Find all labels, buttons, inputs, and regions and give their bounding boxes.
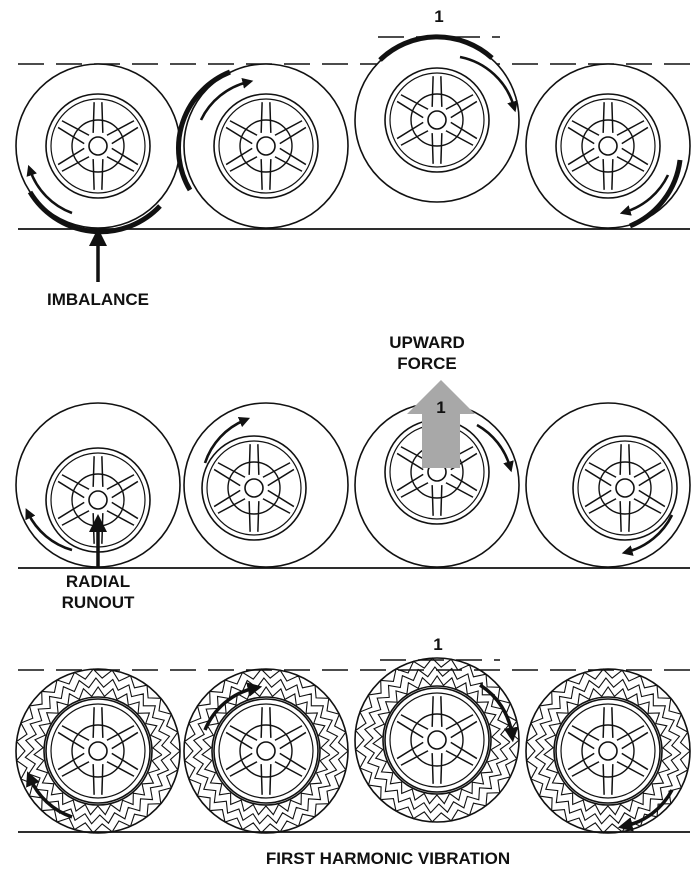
- wheel-icon: [183, 402, 349, 568]
- rotation-arrow-icon: [25, 508, 73, 552]
- heavy-spot-arc: [176, 69, 231, 192]
- wheel-icon: [525, 668, 691, 834]
- rotation-arrow-icon: [203, 417, 251, 464]
- rotation-arrow-icon: [479, 683, 519, 743]
- wheel-icon: [525, 63, 691, 229]
- marker-label: 1: [436, 398, 445, 417]
- force-arrow-icon: [407, 380, 475, 468]
- wheel-icon: [183, 63, 349, 229]
- rotation-arrow-icon: [476, 423, 514, 473]
- wheel-icon: [15, 402, 181, 568]
- wheel-icon: [183, 668, 349, 834]
- wheel-icon: [354, 657, 520, 823]
- radial-runout-panel: UPWARD FORCE 1 RADIAL RUNOUT: [15, 333, 691, 612]
- heavy-spot-arc: [629, 159, 683, 229]
- rotation-arrow-icon: [619, 174, 670, 216]
- heavy-spot-arc: [378, 34, 494, 62]
- rotation-arrow-icon: [199, 77, 254, 121]
- rotation-arrow-icon: [26, 164, 73, 215]
- imbalance-label: IMBALANCE: [47, 290, 149, 309]
- wheel-icon: [354, 402, 520, 568]
- radial-label-line2: RUNOUT: [62, 593, 135, 612]
- rotation-arrow-icon: [459, 55, 518, 113]
- upward-force-label-line2: FORCE: [397, 354, 457, 373]
- rotation-arrow-icon: [621, 514, 674, 556]
- diagram-title: FIRST HARMONIC VIBRATION: [266, 849, 510, 868]
- wheel-icon: [15, 668, 181, 834]
- rotation-arrow-icon: [26, 771, 73, 819]
- marker-label: 1: [434, 7, 443, 26]
- rotation-arrow-icon: [617, 789, 674, 832]
- heavy-spot-arc: [27, 190, 162, 235]
- radial-label-line1: RADIAL: [66, 572, 130, 591]
- wheel-icon: [15, 63, 181, 229]
- imbalance-panel: 1 IMBALANCE: [15, 7, 691, 309]
- upward-force-label-line1: UPWARD: [389, 333, 465, 352]
- wheel-icon: [354, 37, 520, 203]
- marker-label: 1: [433, 635, 442, 654]
- wheel-icon: [525, 402, 691, 568]
- rotation-arrow-icon: [203, 682, 263, 731]
- first-harmonic-panel: 1 FIRST HARMONIC VIBRATION: [15, 635, 691, 868]
